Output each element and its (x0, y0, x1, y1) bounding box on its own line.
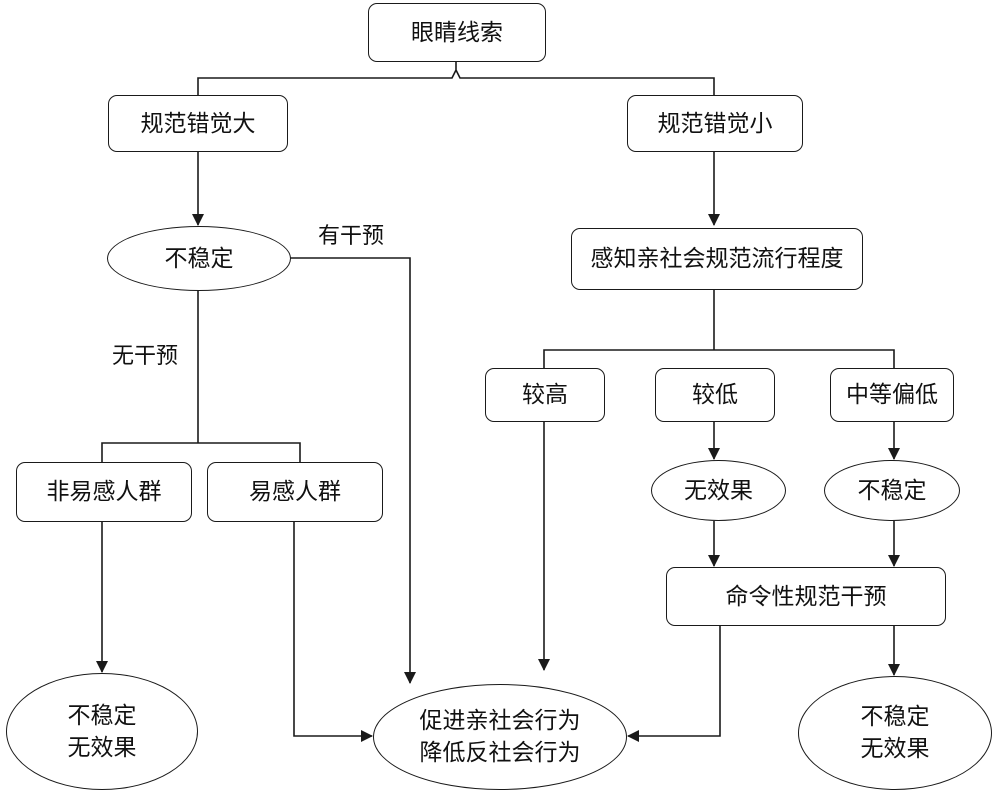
non-susceptible-text: 非易感人群 (46, 479, 162, 505)
outcome-right-node: 不稳定 无效果 (798, 676, 992, 790)
root-node: 眼睛线索 (368, 3, 546, 62)
outcome-left-line-2: 无效果 (67, 734, 137, 761)
no-intervention-bracket (101, 291, 301, 462)
susceptible-node: 易感人群 (207, 462, 383, 522)
arrow-with-intervention (290, 257, 416, 684)
outcome-right-line-2: 无效果 (860, 736, 930, 762)
outcome-center-line-2: 降低反社会行为 (419, 740, 581, 766)
mid-low-node: 中等偏低 (830, 368, 954, 422)
outcome-left-line-1: 不稳定 (67, 702, 137, 729)
higher-text: 较高 (522, 382, 568, 408)
perceived-norm-text: 感知亲社会规范流行程度 (590, 246, 844, 272)
arrow-injunctive-to-center (627, 626, 721, 742)
big-illusion-text: 规范错觉大 (140, 110, 256, 137)
big-illusion-node: 规范错觉大 (108, 95, 288, 152)
no-effect-mid-text: 无效果 (684, 477, 753, 504)
lower-node: 较低 (655, 368, 775, 422)
no-effect-mid-node: 无效果 (651, 460, 786, 521)
non-susceptible-node: 非易感人群 (16, 462, 192, 522)
higher-node: 较高 (485, 368, 605, 422)
arrow-susceptible-to-outcome (293, 522, 373, 742)
unstable-top-text: 不稳定 (164, 245, 234, 272)
root-bracket-line (197, 62, 715, 95)
small-illusion-text: 规范错觉小 (657, 110, 773, 137)
injunctive-text: 命令性规范干预 (725, 583, 887, 610)
no-intervention-label: 无干预 (112, 344, 179, 369)
susceptible-text: 易感人群 (249, 479, 341, 505)
outcome-right-line-1: 不稳定 (860, 704, 930, 730)
root-node-text: 眼睛线索 (411, 19, 503, 46)
with-intervention-label: 有干预 (318, 224, 385, 249)
outcome-left-node: 不稳定 无效果 (6, 673, 198, 790)
small-illusion-node: 规范错觉小 (627, 95, 803, 152)
unstable-top-node: 不稳定 (107, 226, 291, 291)
outcome-center-node: 促进亲社会行为 降低反社会行为 (373, 684, 627, 790)
unstable-mid-node: 不稳定 (824, 460, 960, 521)
lower-text: 较低 (692, 382, 738, 408)
outcome-center-line-1: 促进亲社会行为 (419, 708, 581, 734)
unstable-mid-text: 不稳定 (857, 477, 927, 504)
perceived-norm-node: 感知亲社会规范流行程度 (571, 228, 863, 290)
injunctive-node: 命令性规范干预 (666, 567, 946, 626)
mid-low-text: 中等偏低 (846, 382, 938, 408)
perceived-bracket (543, 290, 895, 368)
